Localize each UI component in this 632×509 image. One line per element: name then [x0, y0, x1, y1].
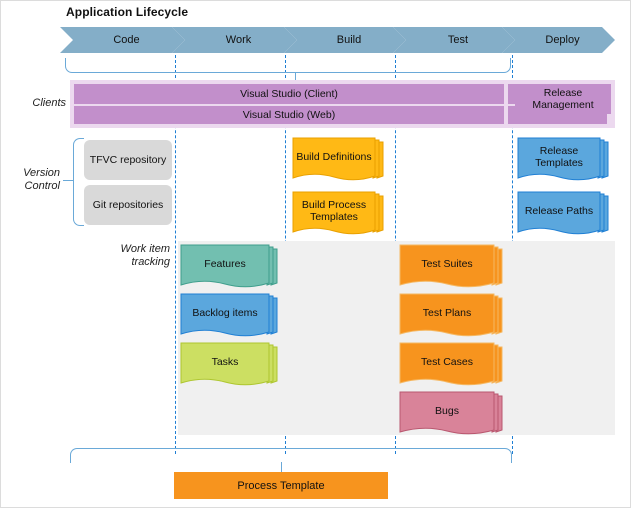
phase-chevron-test[interactable]: Test	[393, 27, 515, 53]
phase-chevron-build[interactable]: Build	[284, 27, 406, 53]
phase-label-test: Test	[447, 34, 469, 46]
client-label-vs-client: Visual Studio (Client)	[240, 88, 338, 100]
stack-shape	[399, 391, 503, 435]
stack-shape	[180, 244, 278, 288]
vc-label-tfvc: TFVC repository	[89, 153, 167, 166]
phase-label-build: Build	[336, 34, 362, 46]
phase-label-code: Code	[113, 34, 140, 46]
row-label-version-control: Version Control	[0, 167, 60, 193]
row-label-work-item-tracking: Work item tracking	[88, 243, 171, 269]
top-bracket	[65, 58, 511, 73]
process-template-label: Process Template	[237, 479, 325, 492]
client-label-release-management: Release Management	[532, 87, 594, 111]
workitem-test-plans[interactable]: Test Plans	[399, 293, 508, 342]
client-visual-studio-client[interactable]: Visual Studio (Client)	[74, 84, 504, 104]
stack-shape	[292, 191, 384, 235]
column-separator-1	[175, 55, 176, 454]
stack-shape	[180, 293, 278, 337]
client-release-management[interactable]: Release Management	[515, 84, 611, 114]
lifecycle-phase-bar: Code Work Build Test Deploy	[60, 27, 615, 53]
bottom-bracket	[70, 448, 512, 463]
phase-chevron-work[interactable]: Work	[172, 27, 297, 53]
stack-shape	[399, 244, 503, 288]
vc-label-git: Git repositories	[92, 198, 164, 211]
row-label-version-control-line1: Version	[23, 167, 60, 179]
vc-box-tfvc-repository[interactable]: TFVC repository	[84, 140, 172, 180]
artifact-release-paths[interactable]: Release Paths	[517, 191, 614, 240]
client-label-vs-web: Visual Studio (Web)	[242, 109, 336, 121]
workitem-tasks[interactable]: Tasks	[180, 342, 281, 391]
top-bracket-tick	[295, 72, 296, 82]
stack-shape	[399, 342, 503, 386]
workitem-bugs[interactable]: Bugs	[399, 391, 508, 440]
stack-shape	[292, 137, 384, 181]
workitem-test-cases[interactable]: Test Cases	[399, 342, 508, 391]
row-label-version-control-line2: Control	[24, 180, 60, 192]
workitem-features[interactable]: Features	[180, 244, 281, 293]
artifact-release-templates[interactable]: Release Templates	[517, 137, 614, 186]
version-control-bracket	[73, 138, 84, 226]
vc-box-git-repositories[interactable]: Git repositories	[84, 185, 172, 225]
stack-shape	[180, 342, 278, 386]
version-control-bracket-tick	[63, 180, 74, 181]
artifact-build-definitions[interactable]: Build Definitions	[292, 137, 389, 186]
phase-label-deploy: Deploy	[545, 34, 580, 46]
process-template-box[interactable]: Process Template	[174, 472, 388, 499]
workitem-test-suites[interactable]: Test Suites	[399, 244, 508, 293]
stack-shape	[399, 293, 503, 337]
row-label-wit-line1: Work item	[120, 243, 171, 255]
stack-shape	[517, 191, 609, 235]
phase-label-work: Work	[225, 34, 252, 46]
client-visual-studio-web[interactable]: Visual Studio (Web)	[74, 106, 504, 124]
page-title: Application Lifecycle	[66, 5, 189, 19]
phase-chevron-deploy[interactable]: Deploy	[502, 27, 615, 53]
bottom-bracket-tick	[281, 462, 282, 474]
row-label-wit-line2: tracking	[131, 256, 170, 268]
artifact-build-process-templates[interactable]: Build Process Templates	[292, 191, 389, 240]
workitem-backlog-items[interactable]: Backlog items	[180, 293, 281, 342]
stack-shape	[517, 137, 609, 181]
phase-chevron-code[interactable]: Code	[60, 27, 185, 53]
row-label-clients: Clients	[32, 97, 66, 109]
